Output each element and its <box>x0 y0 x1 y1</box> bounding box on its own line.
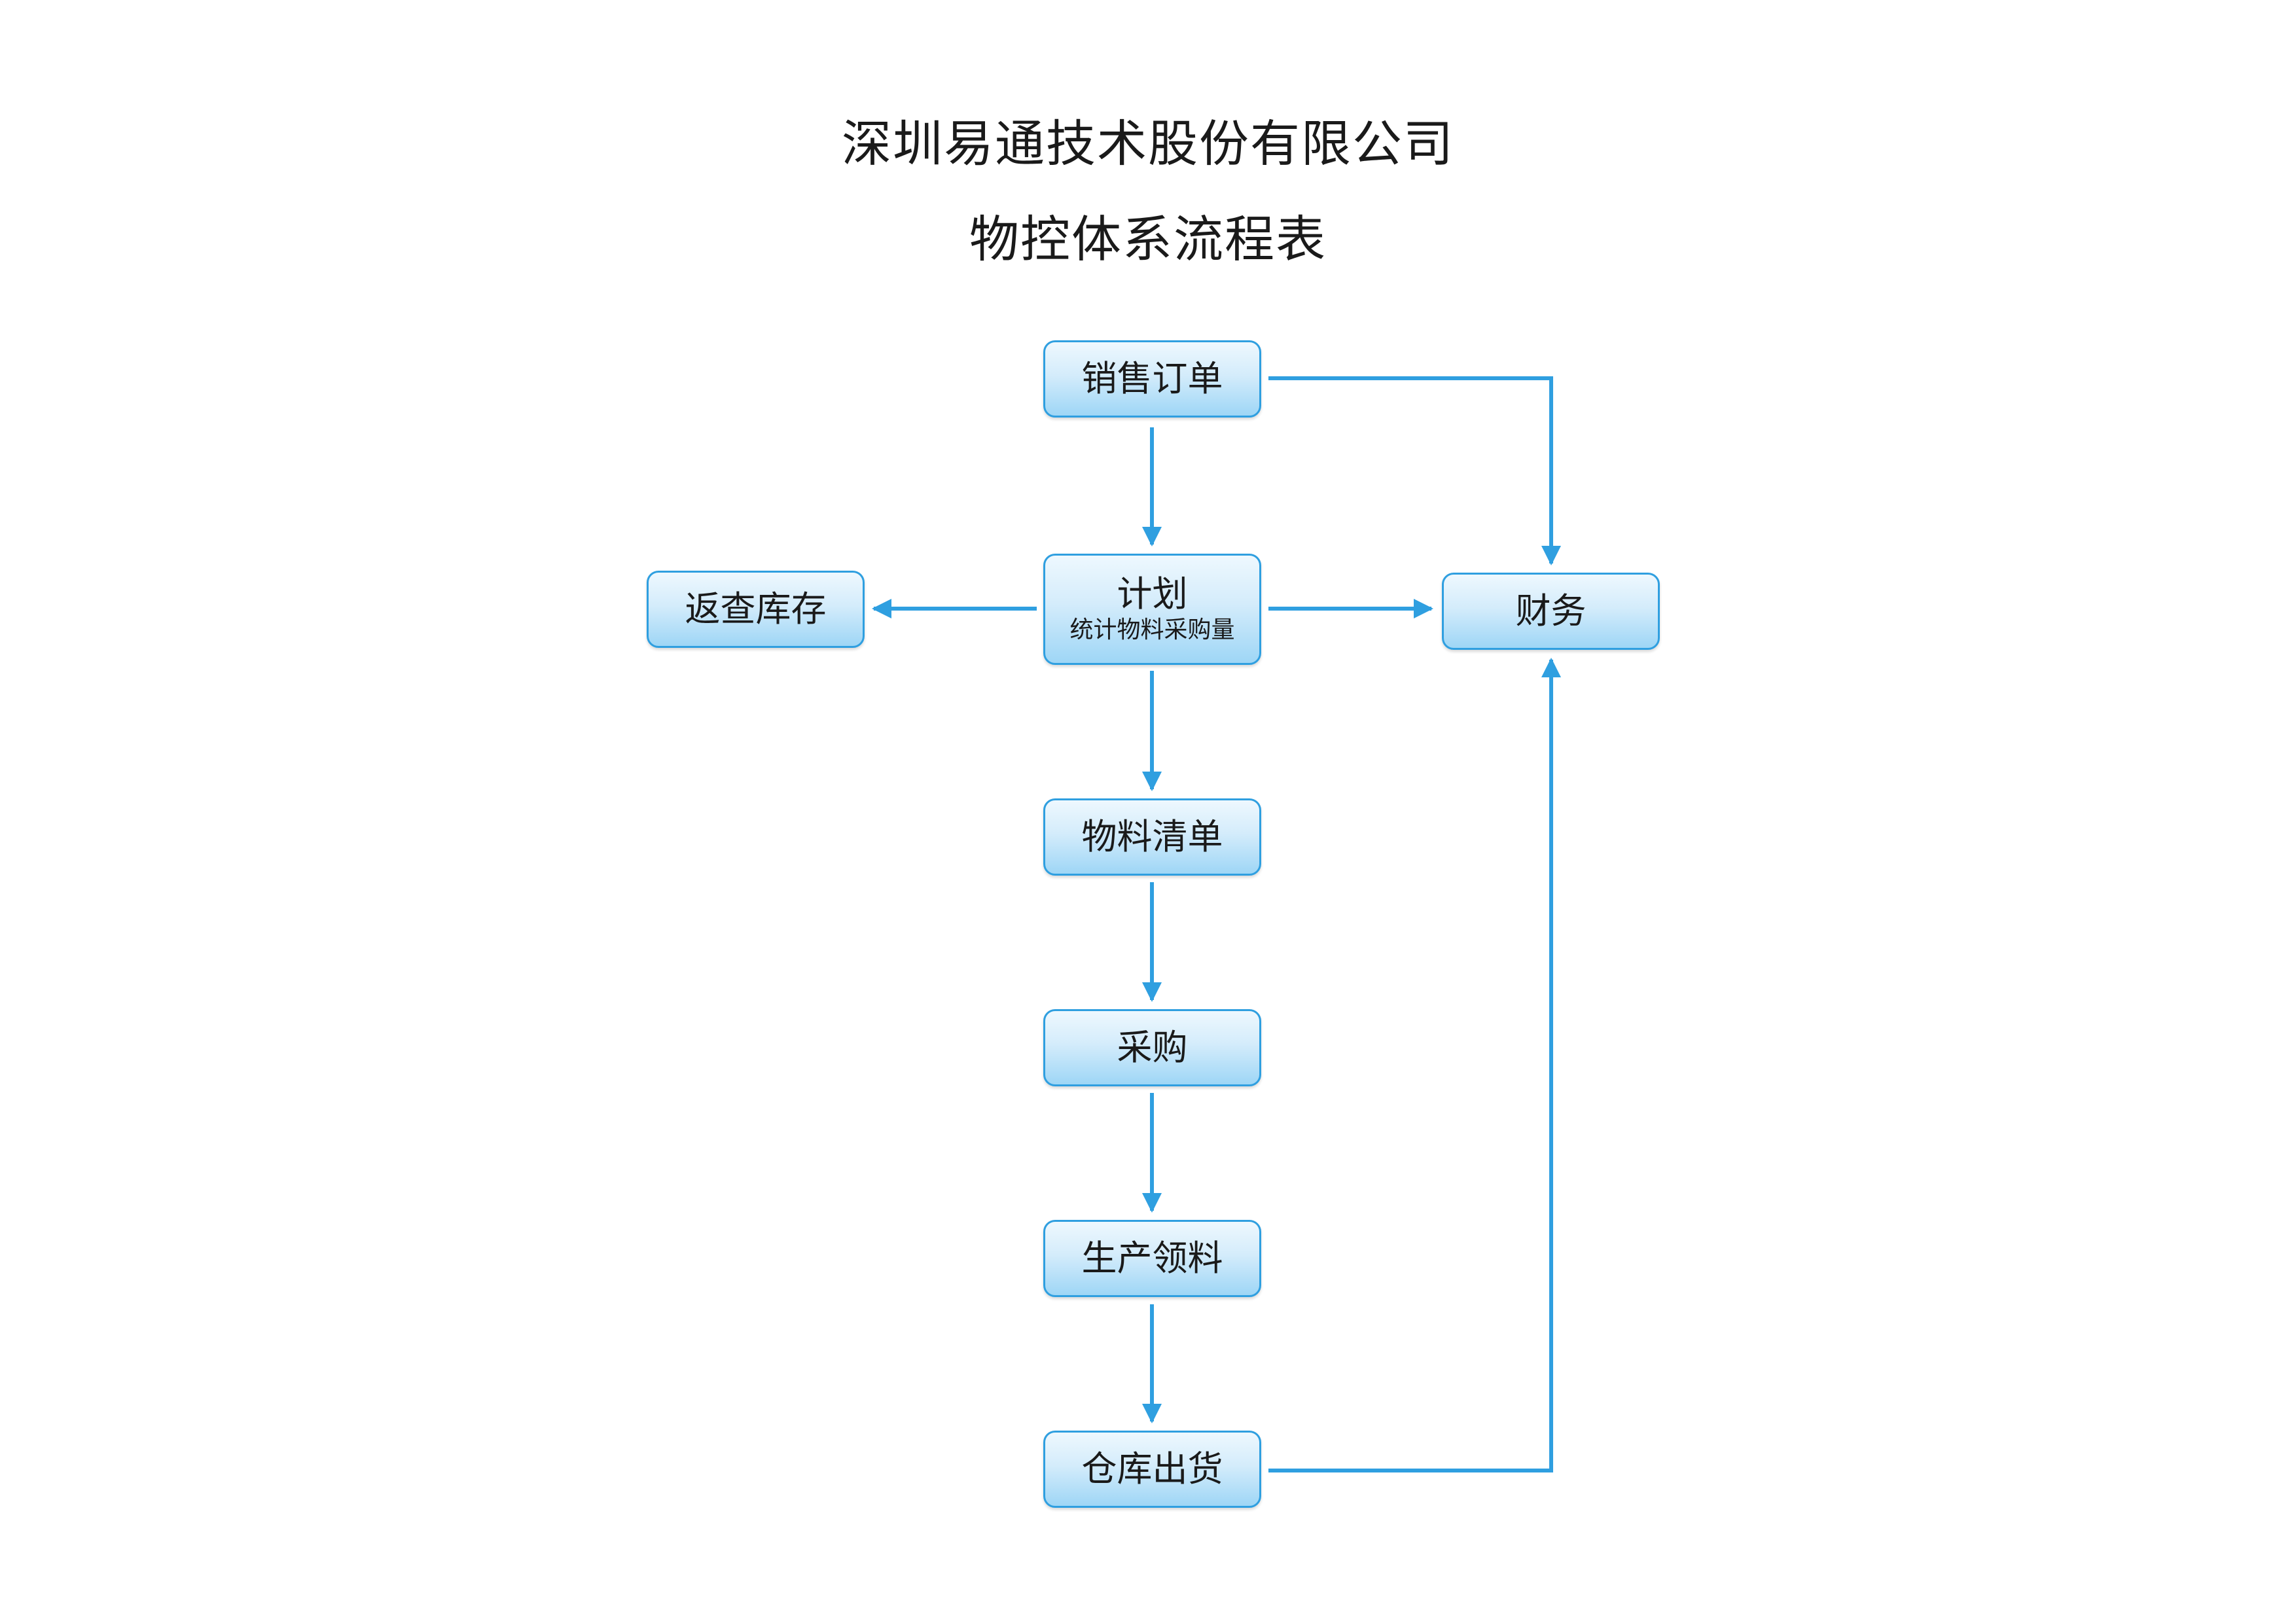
node-warehouse-shipping[interactable]: 仓库出货 <box>1043 1431 1261 1508</box>
node-label: 仓库出货 <box>1081 1448 1223 1490</box>
edge-sales-order-to-finance <box>1268 376 1561 565</box>
node-check-inventory[interactable]: 返查库存 <box>647 571 865 648</box>
node-label: 销售订单 <box>1081 358 1223 400</box>
node-sublabel: 统计物料采购量 <box>1069 616 1235 644</box>
node-production-picking[interactable]: 生产领料 <box>1043 1220 1261 1297</box>
node-sales-order[interactable]: 销售订单 <box>1043 340 1261 418</box>
company-name: 深圳易通技术股份有限公司 <box>842 115 1454 173</box>
node-label: 生产领料 <box>1081 1238 1223 1279</box>
node-label: 财务 <box>1515 590 1587 632</box>
node-finance[interactable]: 财务 <box>1442 573 1660 650</box>
edge-warehouse-to-finance <box>1268 658 1561 1472</box>
node-purchase[interactable]: 采购 <box>1043 1009 1261 1086</box>
node-label: 返查库存 <box>685 588 827 630</box>
node-label: 物料清单 <box>1081 816 1223 858</box>
node-bom[interactable]: 物料清单 <box>1043 798 1261 876</box>
node-plan[interactable]: 计划 统计物料采购量 <box>1043 554 1261 665</box>
node-label: 采购 <box>1117 1027 1188 1069</box>
node-label: 计划 <box>1117 573 1188 615</box>
chart-title: 物控体系流程表 <box>969 210 1327 268</box>
